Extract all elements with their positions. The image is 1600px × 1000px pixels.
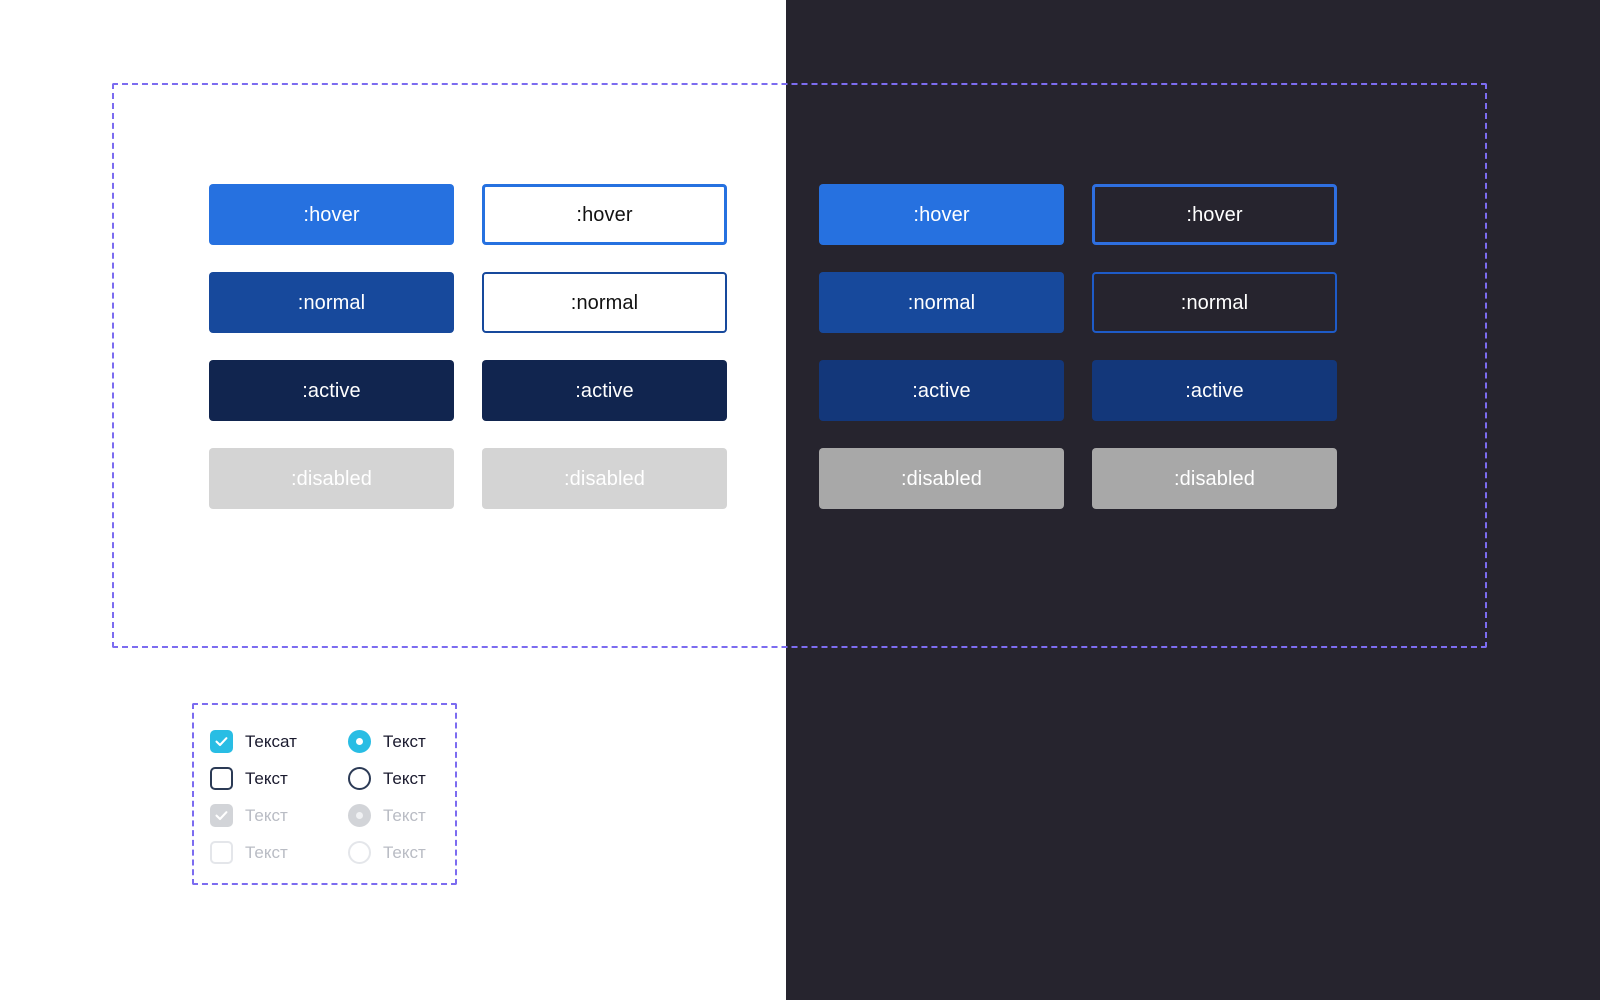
checkbox-row-unchecked-disabled: Текст	[210, 834, 348, 871]
radio-dot	[356, 812, 363, 819]
radio-row-unchecked[interactable]: Текст	[348, 760, 448, 797]
light-outlined-normal-button[interactable]: :normal	[482, 272, 727, 333]
controls-grid: Тексат Текст Текст Текст Текст Текст	[210, 723, 448, 871]
radio-checked-icon[interactable]	[348, 730, 371, 753]
light-filled-disabled-button: :disabled	[209, 448, 454, 509]
radio-label: Текст	[383, 769, 426, 788]
radio-label: Текст	[383, 732, 426, 751]
radio-label: Текст	[383, 843, 426, 862]
light-filled-active-button[interactable]: :active	[209, 360, 454, 421]
light-outlined-active-button[interactable]: :active	[482, 360, 727, 421]
light-filled-normal-button[interactable]: :normal	[209, 272, 454, 333]
dark-filled-hover-button[interactable]: :hover	[819, 184, 1064, 245]
radio-unchecked-disabled-icon	[348, 841, 371, 864]
radio-unchecked-icon[interactable]	[348, 767, 371, 790]
light-filled-hover-button[interactable]: :hover	[209, 184, 454, 245]
light-theme-button-grid: :hover :hover :normal :normal :active :a…	[209, 184, 727, 509]
radio-row-checked-disabled: Текст	[348, 797, 448, 834]
light-outlined-disabled-button: :disabled	[482, 448, 727, 509]
checkbox-row-unchecked[interactable]: Текст	[210, 760, 348, 797]
dark-outlined-normal-button[interactable]: :normal	[1092, 272, 1337, 333]
checkbox-unchecked-disabled-icon	[210, 841, 233, 864]
light-outlined-hover-button[interactable]: :hover	[482, 184, 727, 245]
dark-outlined-disabled-button: :disabled	[1092, 448, 1337, 509]
dark-outlined-active-button[interactable]: :active	[1092, 360, 1337, 421]
checkbox-label: Текст	[245, 806, 288, 825]
radio-label: Текст	[383, 806, 426, 825]
checkbox-label: Текст	[245, 769, 288, 788]
checkbox-checked-disabled-icon	[210, 804, 233, 827]
buttons-spec-frame	[112, 83, 1487, 648]
dark-filled-disabled-button: :disabled	[819, 448, 1064, 509]
radio-row-checked[interactable]: Текст	[348, 723, 448, 760]
dark-outlined-hover-button[interactable]: :hover	[1092, 184, 1337, 245]
radio-dot	[356, 738, 363, 745]
dark-filled-normal-button[interactable]: :normal	[819, 272, 1064, 333]
checkbox-row-checked[interactable]: Тексат	[210, 723, 348, 760]
radio-checked-disabled-icon	[348, 804, 371, 827]
checkbox-unchecked-icon[interactable]	[210, 767, 233, 790]
radio-row-unchecked-disabled: Текст	[348, 834, 448, 871]
controls-spec-frame	[192, 703, 457, 885]
dark-theme-button-grid: :hover :hover :normal :normal :active :a…	[819, 184, 1337, 509]
dark-filled-active-button[interactable]: :active	[819, 360, 1064, 421]
checkbox-label: Тексат	[245, 732, 297, 751]
checkbox-row-checked-disabled: Текст	[210, 797, 348, 834]
checkbox-checked-icon[interactable]	[210, 730, 233, 753]
checkbox-label: Текст	[245, 843, 288, 862]
